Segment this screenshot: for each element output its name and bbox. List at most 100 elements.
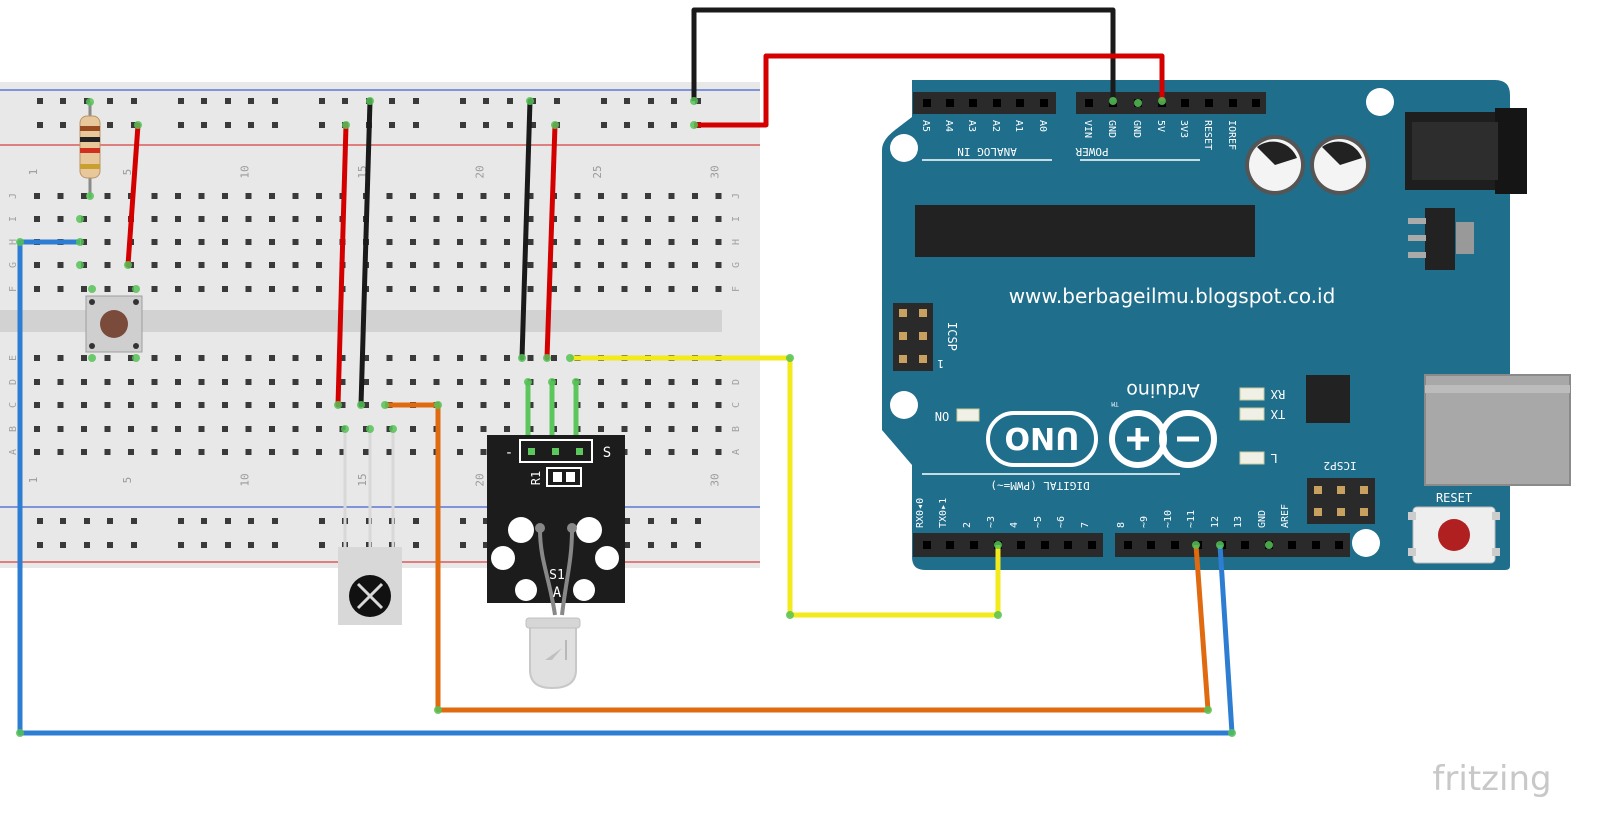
analog-pin-label: A3 xyxy=(966,120,977,132)
rail-hole xyxy=(601,98,607,104)
breadboard-hole xyxy=(504,262,510,268)
rail-hole xyxy=(131,518,137,524)
breadboard-hole xyxy=(245,379,252,385)
rail-hole xyxy=(60,98,66,104)
digital-pin-label: AREF xyxy=(1280,504,1291,528)
breadboard-hole xyxy=(480,402,487,408)
black-wire xyxy=(358,98,373,408)
breadboard-hole xyxy=(457,286,463,292)
breadboard-hole xyxy=(222,193,228,199)
black-wire xyxy=(519,98,533,361)
breadboard-hole xyxy=(433,262,440,268)
breadboard-hole xyxy=(175,239,181,245)
breadboard-hole xyxy=(81,379,87,385)
rail-hole xyxy=(84,542,90,548)
connection-point xyxy=(76,238,84,246)
rail-hole xyxy=(37,542,43,548)
rail-hole xyxy=(201,122,207,128)
breadboard-hole xyxy=(598,193,604,199)
breadboard-hole xyxy=(457,262,463,268)
breadboard-hole xyxy=(480,379,487,385)
digital-pin-label: 8 xyxy=(1116,522,1127,528)
breadboard-hole xyxy=(198,216,205,222)
rail-hole xyxy=(507,98,513,104)
tx-label: TX xyxy=(1270,407,1285,421)
analog-pin-label: A1 xyxy=(1013,120,1024,132)
power-pin-label: GND xyxy=(1131,120,1142,138)
rail-hole xyxy=(483,98,489,104)
header-socket xyxy=(1040,99,1048,107)
row-letter-left: B xyxy=(8,426,19,432)
connection-point xyxy=(526,97,534,105)
row-letter-right: I xyxy=(731,216,742,222)
breadboard-hole xyxy=(222,379,228,385)
digital-pin-label: ~5 xyxy=(1033,516,1044,528)
rail-hole xyxy=(225,518,231,524)
rail-hole xyxy=(37,518,43,524)
breadboard-hole xyxy=(104,193,111,199)
breadboard-hole xyxy=(598,286,604,292)
ir-led xyxy=(525,617,581,690)
breadboard-hole xyxy=(198,426,205,432)
row-letter-right: D xyxy=(731,379,742,385)
breadboard-hole xyxy=(316,402,322,408)
breadboard-hole xyxy=(527,262,534,268)
row-letter-left: I xyxy=(8,216,19,222)
connection-point xyxy=(1134,99,1142,107)
breadboard-hole xyxy=(410,355,416,361)
rail-hole xyxy=(272,122,278,128)
breadboard-hole xyxy=(715,262,722,268)
breadboard-hole xyxy=(57,379,64,385)
breadboard-hole xyxy=(386,449,393,455)
digital-pin-label: 12 xyxy=(1210,516,1221,528)
breadboard-hole xyxy=(645,286,651,292)
website-text: www.berbageilmu.blogspot.co.id xyxy=(1009,284,1336,308)
breadboard-hole xyxy=(104,379,111,385)
reset-button[interactable] xyxy=(1408,506,1500,564)
connection-point xyxy=(86,98,94,106)
breadboard-hole xyxy=(504,239,510,245)
mounting-hole xyxy=(1366,88,1394,116)
breadboard-hole xyxy=(433,239,440,245)
digital-pin-label: 7 xyxy=(1080,522,1091,528)
rail-hole xyxy=(107,122,113,128)
breadboard-hole xyxy=(34,426,40,432)
breadboard-hole xyxy=(222,355,228,361)
breadboard-hole xyxy=(151,379,158,385)
breadboard-hole xyxy=(457,216,463,222)
icsp-label: ICSP xyxy=(945,322,959,351)
header-socket xyxy=(946,99,954,107)
ir-module-signal-label: S xyxy=(603,445,611,461)
breadboard-hole xyxy=(222,216,228,222)
breadboard-hole xyxy=(598,262,604,268)
breadboard-hole xyxy=(292,449,299,455)
arduino-pcb xyxy=(882,80,1510,570)
digital-pin-label: 2 xyxy=(962,522,973,528)
microcontroller-chip xyxy=(915,205,1255,257)
breadboard-hole xyxy=(598,239,604,245)
icsp2-pin xyxy=(1314,508,1322,516)
arduino-brand-text: Arduino xyxy=(1126,379,1200,401)
breadboard-hole xyxy=(386,262,393,268)
header-socket xyxy=(969,99,977,107)
push-button[interactable] xyxy=(85,295,143,353)
breadboard-hole xyxy=(692,239,698,245)
breadboard-hole xyxy=(151,402,158,408)
breadboard-hole xyxy=(410,193,416,199)
rail-hole xyxy=(413,98,419,104)
breadboard-hole xyxy=(81,402,87,408)
connection-point xyxy=(551,121,559,129)
digital-pin-label: ~9 xyxy=(1139,516,1150,528)
breadboard-hole xyxy=(457,449,463,455)
rail-hole xyxy=(460,542,466,548)
breadboard-hole xyxy=(645,426,651,432)
row-letter-left: H xyxy=(8,239,19,245)
icsp-pin xyxy=(919,332,927,340)
breadboard-hole xyxy=(457,355,463,361)
breadboard-hole xyxy=(57,216,64,222)
breadboard-hole xyxy=(269,216,275,222)
breadboard-hole xyxy=(151,262,158,268)
breadboard-hole xyxy=(222,286,228,292)
breadboard-hole xyxy=(574,286,581,292)
power-pin-label: IOREF xyxy=(1226,120,1237,150)
